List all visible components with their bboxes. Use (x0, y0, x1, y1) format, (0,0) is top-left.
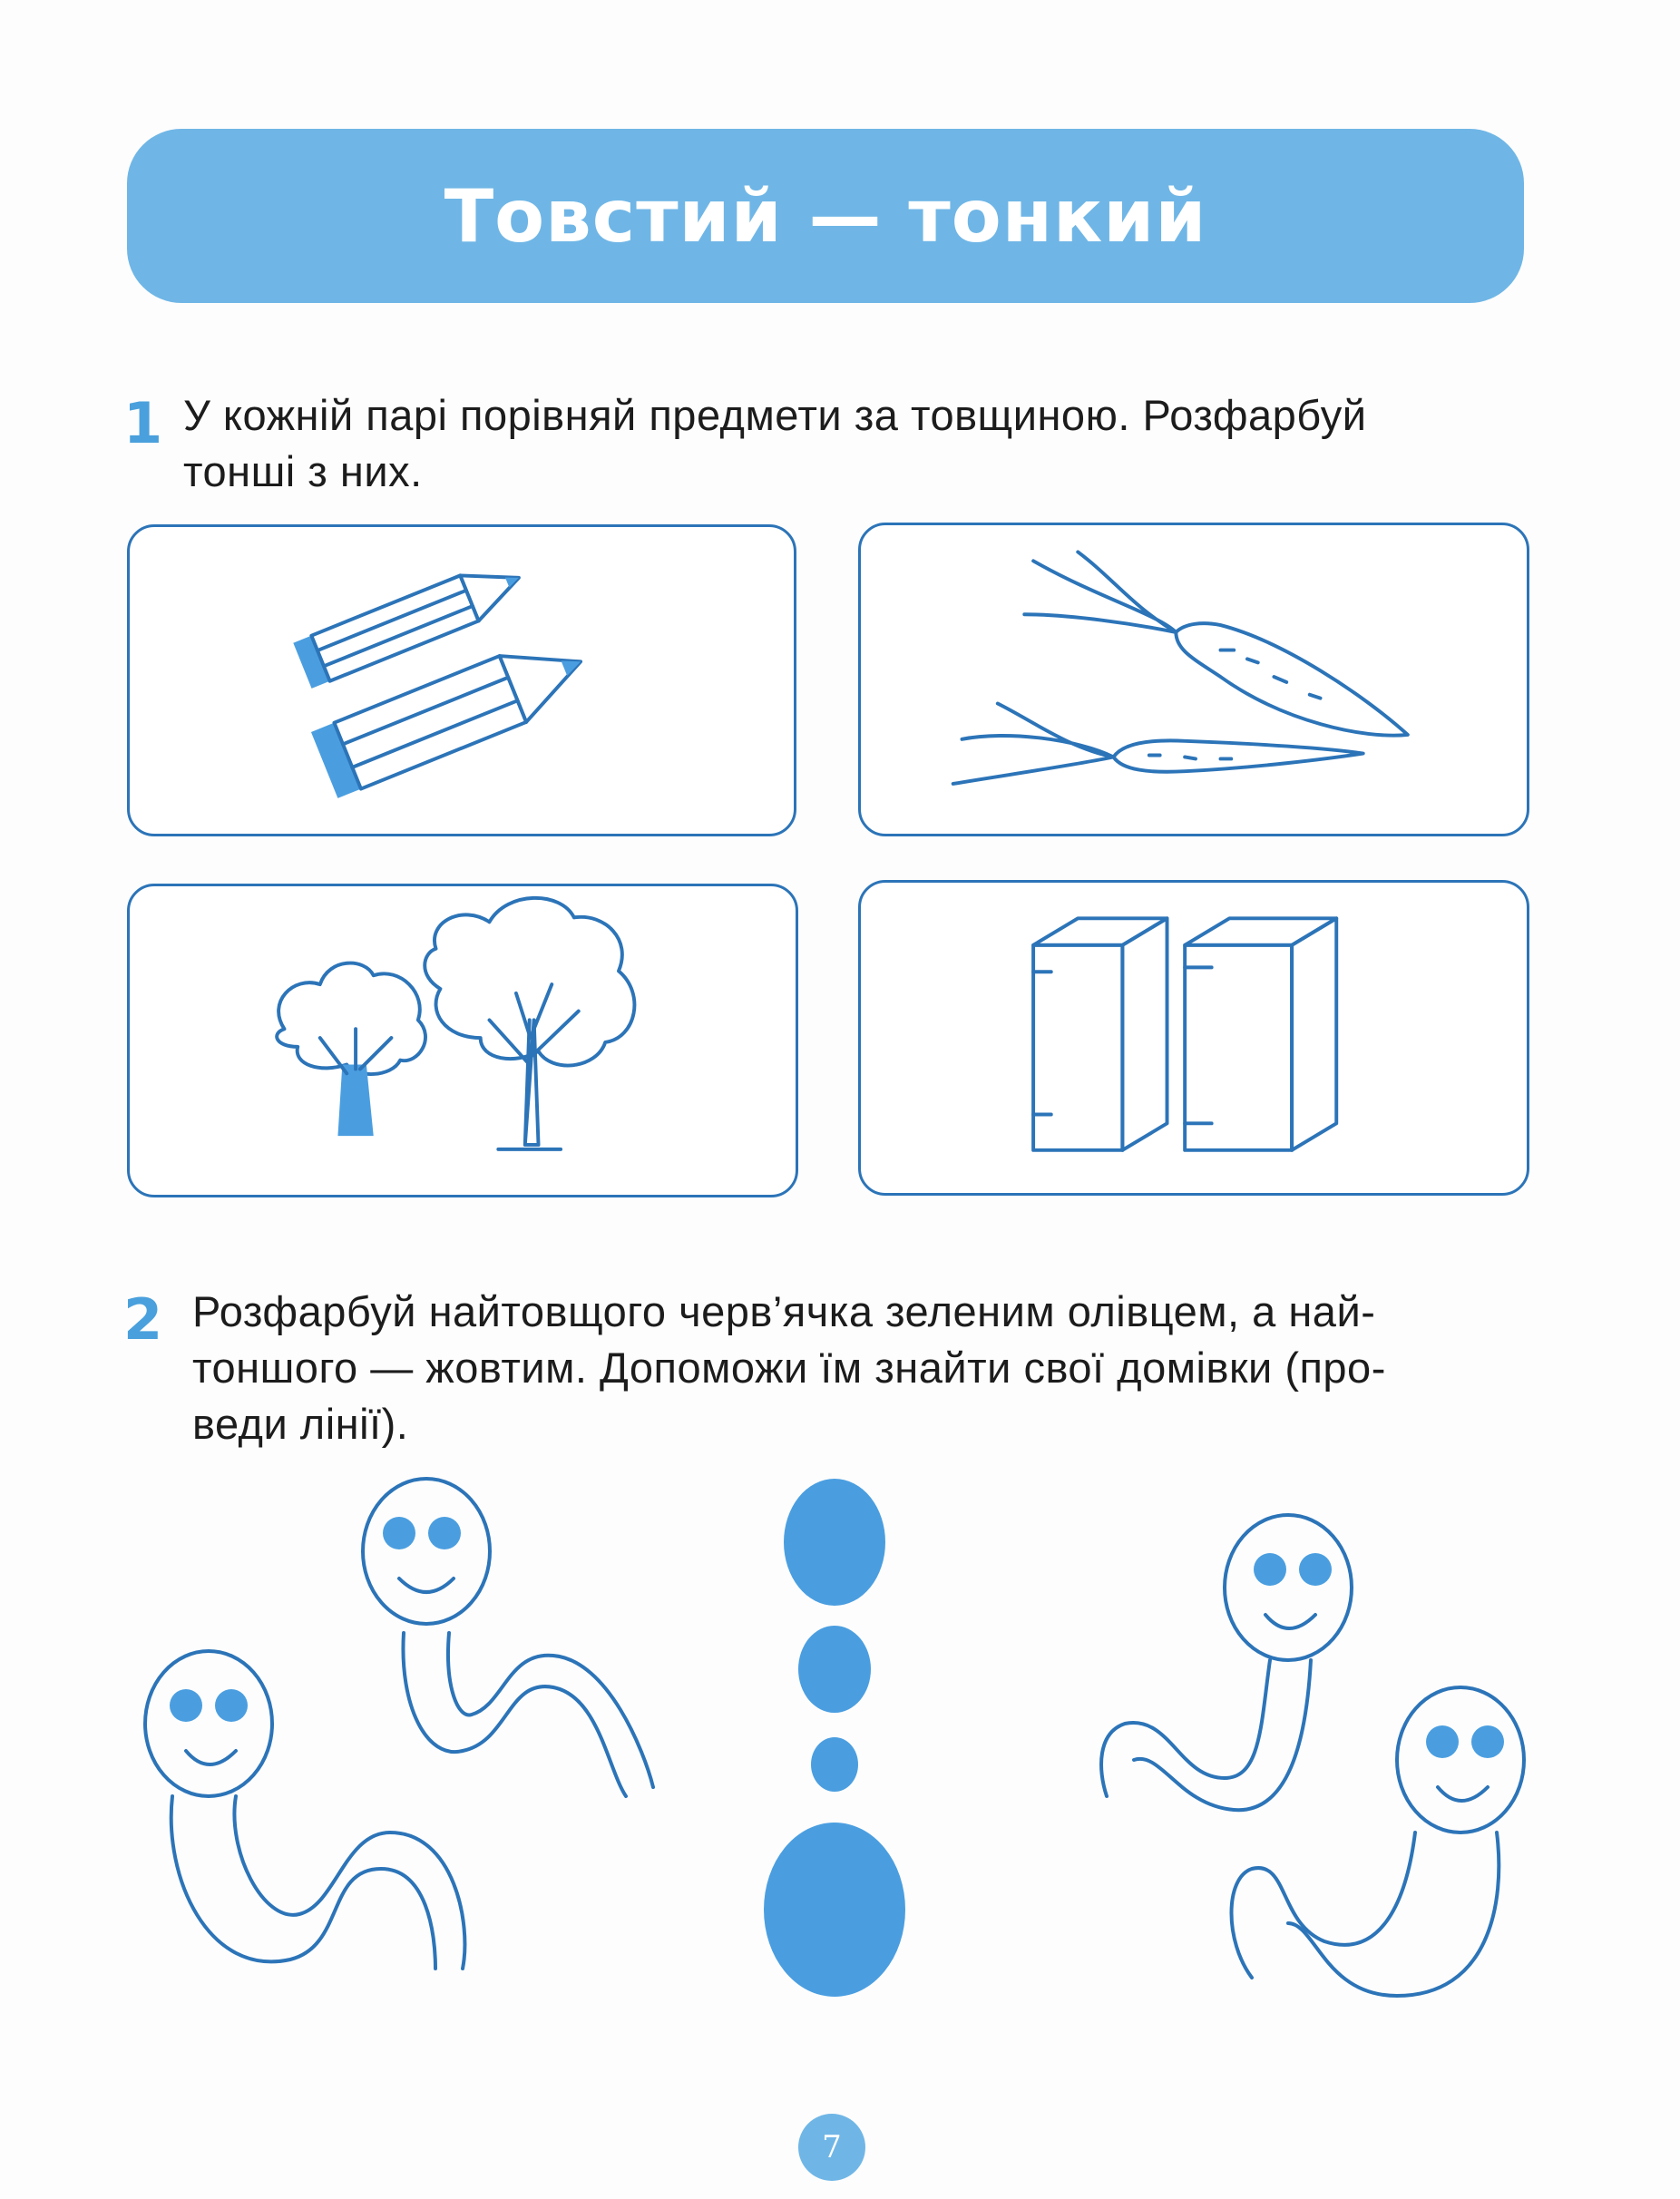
worm-icon (1099, 1513, 1353, 1813)
worms-illustration (143, 1477, 1526, 1998)
house-medium-icon (798, 1626, 871, 1713)
task-1-text-line2: тонші з них. (183, 447, 423, 495)
house-large-icon (784, 1479, 885, 1606)
carrot-icon (951, 550, 1410, 786)
worm-icon (1229, 1686, 1526, 1998)
page-number: 7 (798, 2114, 865, 2181)
worm-icon (143, 1649, 467, 1970)
task-2-text-line1: Розфарбуй найтовщого черв’ячка зеленим о… (192, 1287, 1376, 1335)
carrots-panel[interactable] (858, 523, 1529, 836)
pencil-icon (293, 573, 583, 798)
pencils-panel[interactable] (127, 524, 796, 836)
book-icon (1031, 916, 1339, 1152)
tree-icon (275, 895, 637, 1151)
task-2-text-line3: веди лінії). (192, 1400, 409, 1448)
trees-panel[interactable] (127, 884, 798, 1197)
page-title: Товстий — тонкий (444, 173, 1207, 259)
task-1-number: 1 (123, 390, 163, 456)
house-small-icon (811, 1737, 858, 1792)
task-2-number: 2 (123, 1286, 163, 1353)
books-panel[interactable] (858, 880, 1529, 1196)
title-banner: Товстий — тонкий (127, 129, 1524, 303)
worm-icon (361, 1477, 655, 1798)
house-xlarge-icon (764, 1823, 905, 1997)
task-1-text-line1: У кожній парі порівняй предмети за товщи… (183, 391, 1367, 439)
task-2-text-line2: тоншого — жовтим. Допоможи їм знайти сво… (192, 1344, 1386, 1392)
